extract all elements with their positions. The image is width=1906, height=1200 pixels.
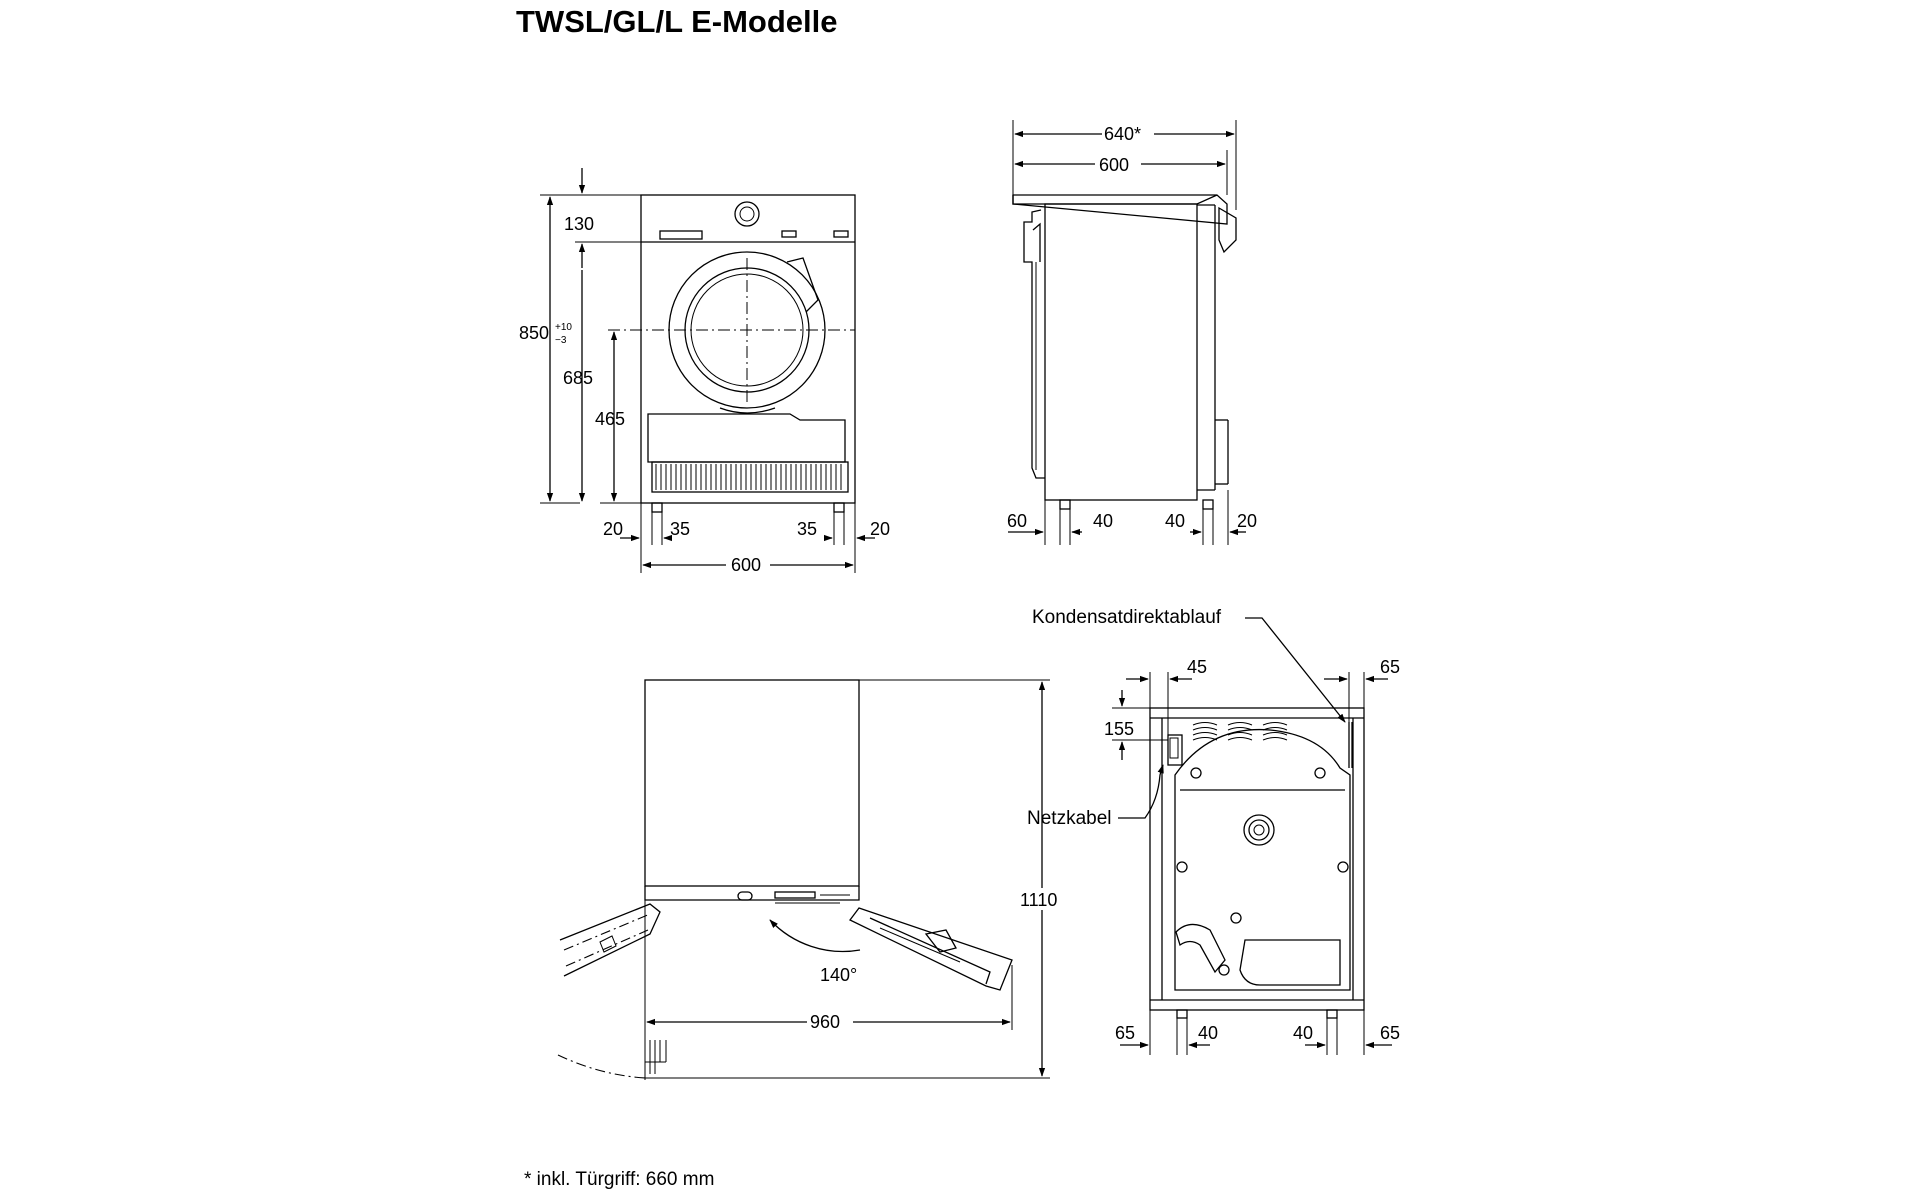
dim-rear-foot-offset-left: 65 bbox=[1115, 1023, 1135, 1043]
label-condensate-drain: Kondensatdirektablauf bbox=[1032, 607, 1222, 628]
dim-foot-offset-left: 20 bbox=[603, 519, 623, 539]
dim-depth-total: 1110 bbox=[1020, 890, 1057, 910]
top-view: 140° 960 1110 bbox=[557, 679, 1066, 1080]
dim-door-angle: 140° bbox=[820, 965, 857, 985]
dim-rear-foot-width-left: 40 bbox=[1198, 1023, 1218, 1043]
rear-vent-slat bbox=[1227, 732, 1253, 736]
rear-vent-slat bbox=[1262, 732, 1288, 736]
dim-depth-with-handle: 640* bbox=[1104, 124, 1141, 144]
dim-depth: 600 bbox=[1099, 155, 1129, 175]
side-view: 640* 600 60 40 40 20 bbox=[1007, 120, 1257, 545]
dim-foot-width-left: 35 bbox=[670, 519, 690, 539]
dim-offset-right-top: 65 bbox=[1380, 657, 1400, 677]
dim-rear-foot-width-right: 40 bbox=[1293, 1023, 1313, 1043]
dim-height-door-center: 685 bbox=[563, 368, 593, 388]
page-title: TWSL/GL/L E-Modelle bbox=[516, 4, 837, 39]
rear-vent-slat bbox=[1192, 732, 1218, 736]
dim-width: 600 bbox=[731, 555, 761, 575]
dim-offset-left-top: 45 bbox=[1187, 657, 1207, 677]
dim-foot-rear-width: 40 bbox=[1165, 511, 1185, 531]
rear-view: Kondensatdirektablauf Netzkabel 45 65 15… bbox=[1027, 607, 1400, 1055]
dim-height-total: 850 bbox=[519, 323, 549, 343]
dim-height-porthole: 465 bbox=[595, 409, 625, 429]
dim-foot-rear-offset: 20 bbox=[1237, 511, 1257, 531]
rear-vent-slat bbox=[1192, 727, 1218, 731]
dim-height-tol-minus: −3 bbox=[555, 335, 567, 346]
dim-foot-front-width: 40 bbox=[1093, 511, 1113, 531]
dim-foot-front-offset: 60 bbox=[1007, 511, 1027, 531]
rear-vent-slat bbox=[1192, 722, 1218, 726]
dim-depth-door-open: 960 bbox=[810, 1012, 840, 1032]
dim-rear-foot-offset-right: 65 bbox=[1380, 1023, 1400, 1043]
footnote: * inkl. Türgriff: 660 mm bbox=[524, 1169, 714, 1190]
dim-foot-width-right: 35 bbox=[797, 519, 817, 539]
label-power-cable: Netzkabel bbox=[1027, 808, 1112, 829]
dim-height-cable: 155 bbox=[1104, 719, 1134, 739]
rear-vent-slat bbox=[1262, 737, 1288, 741]
rear-vent-slat bbox=[1227, 737, 1253, 741]
dim-height-tol-plus: +10 bbox=[555, 322, 572, 333]
rear-vent-slat bbox=[1227, 722, 1253, 726]
dim-height-top: 130 bbox=[564, 214, 594, 234]
front-view: 850 +10 −3 130 685 465 20 35 35 20 bbox=[519, 168, 890, 575]
dim-foot-offset-right: 20 bbox=[870, 519, 890, 539]
rear-vent-slat bbox=[1262, 722, 1288, 726]
